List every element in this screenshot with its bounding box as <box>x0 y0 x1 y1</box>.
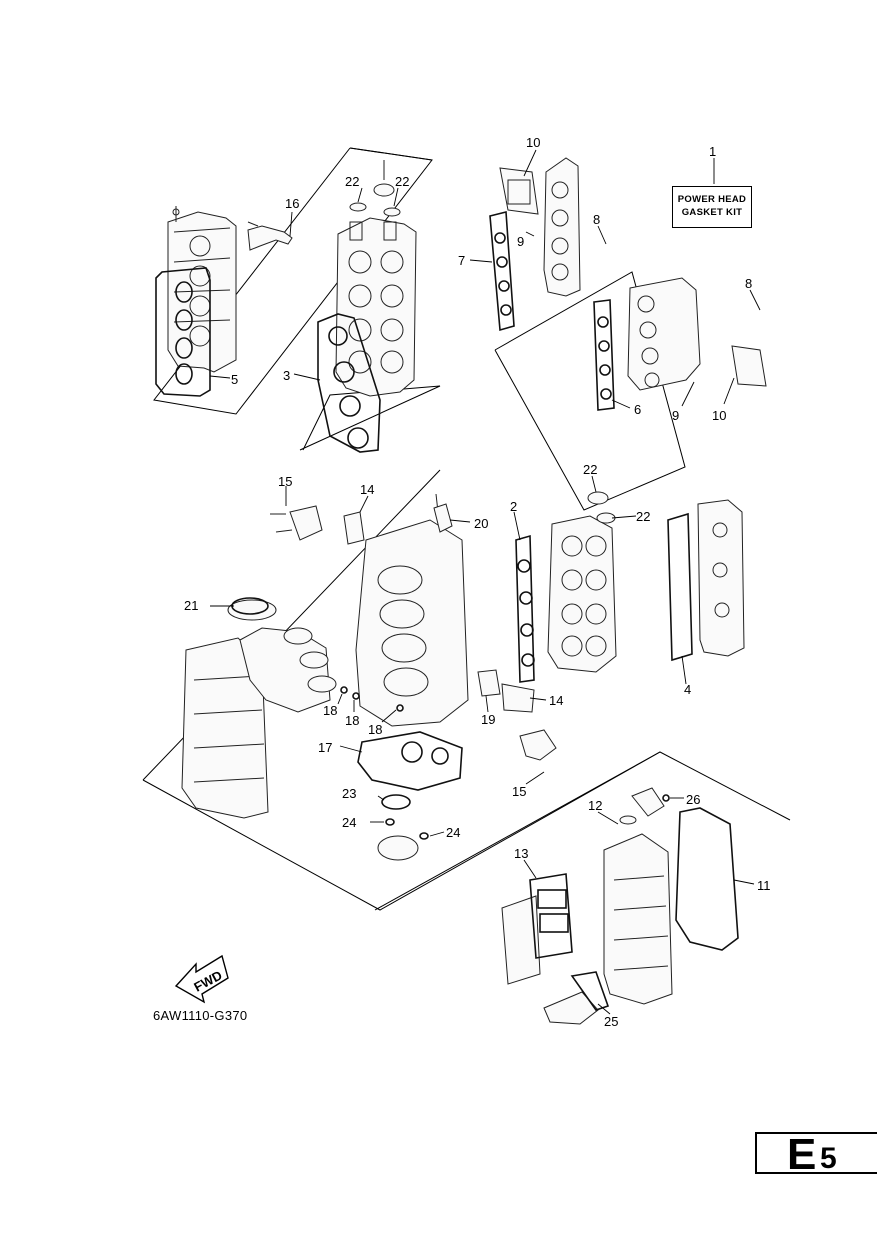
callout-9b: 9 <box>672 408 679 423</box>
callout-11: 11 <box>757 878 771 893</box>
fwd-arrow-icon: FWD <box>174 954 229 1004</box>
callout-5: 5 <box>231 372 238 387</box>
callout-10b: 10 <box>712 408 726 423</box>
callout-24a: 24 <box>342 815 356 830</box>
callout-21: 21 <box>184 598 198 613</box>
head-gasket-3 <box>317 313 381 453</box>
small-parts <box>270 503 557 761</box>
lower-assembly <box>501 787 739 1025</box>
callout-2: 2 <box>510 499 517 514</box>
callout-22b: 22 <box>395 174 409 189</box>
cylinder-block <box>355 493 469 727</box>
callout-8b: 8 <box>745 276 752 291</box>
callout-20: 20 <box>474 516 488 531</box>
gasket-4 <box>667 499 745 662</box>
gasket-kit-label: POWER HEAD GASKET KIT <box>672 186 752 228</box>
callout-18c: 18 <box>368 722 382 737</box>
callout-8a: 8 <box>593 212 600 227</box>
callout-6: 6 <box>634 402 641 417</box>
crankcase-left <box>181 599 337 819</box>
kit-label-line2: GASKET KIT <box>681 207 743 218</box>
page-tag: E 5 <box>755 1130 877 1179</box>
callout-15a: 15 <box>278 474 292 489</box>
diagram-code: 6AW1110-G370 <box>153 1008 248 1023</box>
callout-12: 12 <box>588 798 602 813</box>
callout-25: 25 <box>604 1014 618 1029</box>
callout-4: 4 <box>684 682 691 697</box>
callout-18b: 18 <box>345 713 359 728</box>
callout-17: 17 <box>318 740 332 755</box>
callout-18a: 18 <box>323 703 337 718</box>
cylinder-head-lower <box>547 491 617 673</box>
callout-15b: 15 <box>512 784 526 799</box>
callout-10a: 10 <box>526 135 540 150</box>
page-tag-number: 5 <box>820 1142 837 1175</box>
cylinder-head-cover-left <box>167 206 237 373</box>
cover-10-upper <box>499 167 539 215</box>
page-tag-letter: E <box>787 1130 817 1179</box>
callout-22c: 22 <box>583 462 597 477</box>
gasket-6 <box>593 299 615 411</box>
callout-19: 19 <box>481 712 495 727</box>
manifold-right <box>627 277 767 391</box>
gasket-7 <box>489 210 515 332</box>
callout-3: 3 <box>283 368 290 383</box>
callout-9a: 9 <box>517 234 524 249</box>
callout-13: 13 <box>514 846 528 861</box>
gasket-5 <box>155 267 211 397</box>
leader-lines <box>209 149 761 1015</box>
callout-22d: 22 <box>636 509 650 524</box>
manifold-upper <box>543 157 581 297</box>
callout-1: 1 <box>709 144 716 159</box>
callout-16: 16 <box>285 196 299 211</box>
callout-14a: 14 <box>360 482 374 497</box>
gasket-2 <box>515 534 535 683</box>
seal-and-gaskets <box>231 597 463 861</box>
callout-23: 23 <box>342 786 356 801</box>
cylinder-head-upper <box>335 160 417 397</box>
callout-7: 7 <box>458 253 465 268</box>
callout-labels: 1 2 3 4 5 6 7 8 8 9 9 10 10 11 12 13 14 … <box>184 135 771 1029</box>
callout-26: 26 <box>686 792 700 807</box>
callout-14b: 14 <box>549 693 563 708</box>
pipe-16 <box>247 221 293 251</box>
callout-22a: 22 <box>345 174 359 189</box>
callout-24b: 24 <box>446 825 460 840</box>
kit-label-line1: POWER HEAD <box>677 194 747 205</box>
